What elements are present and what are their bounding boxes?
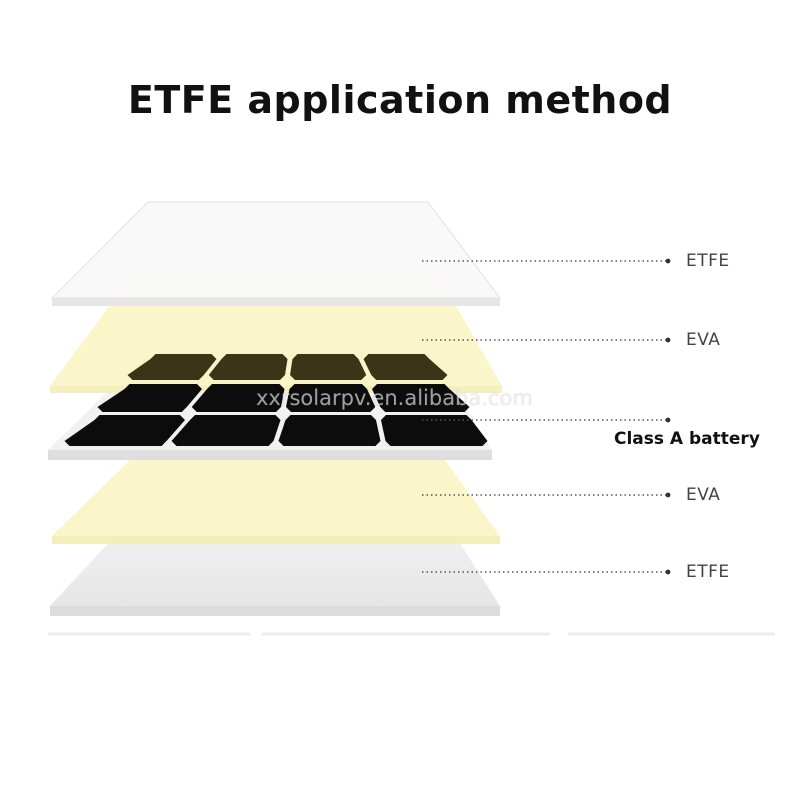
leader-dot-eva-upper	[665, 337, 671, 343]
layer-eva-lower	[52, 460, 500, 544]
solar-cell	[191, 384, 285, 412]
solar-cell	[372, 384, 470, 412]
solar-cell	[127, 354, 217, 380]
label-eva-upper: EVA	[686, 330, 721, 350]
label-etfe-bottom: ETFE	[686, 562, 730, 582]
solar-cell	[286, 384, 376, 412]
leader-dot-etfe-bottom	[665, 569, 671, 575]
leader-dot-eva-lower	[665, 492, 671, 498]
solar-cell	[278, 415, 381, 446]
solar-cell	[97, 384, 202, 412]
solar-cell	[363, 354, 448, 380]
layer-etfe-top	[50, 201, 501, 306]
leader-lines	[422, 258, 671, 575]
leader-dot-etfe-top	[665, 258, 671, 264]
solar-cell	[64, 415, 185, 446]
label-class-a-battery: Class A battery	[614, 429, 760, 449]
solar-cell	[208, 354, 288, 380]
label-etfe-top: ETFE	[686, 251, 730, 271]
solar-cell	[381, 415, 488, 446]
solar-cell-grid	[64, 354, 488, 446]
solar-cell	[171, 415, 281, 446]
diagram-title: ETFE application method	[127, 78, 673, 122]
watermark: xxrsolarpv.en.alibaba.com	[256, 386, 533, 410]
label-eva-lower: EVA	[686, 485, 721, 505]
leader-dot-battery	[665, 417, 671, 423]
solar-cell	[290, 354, 367, 380]
